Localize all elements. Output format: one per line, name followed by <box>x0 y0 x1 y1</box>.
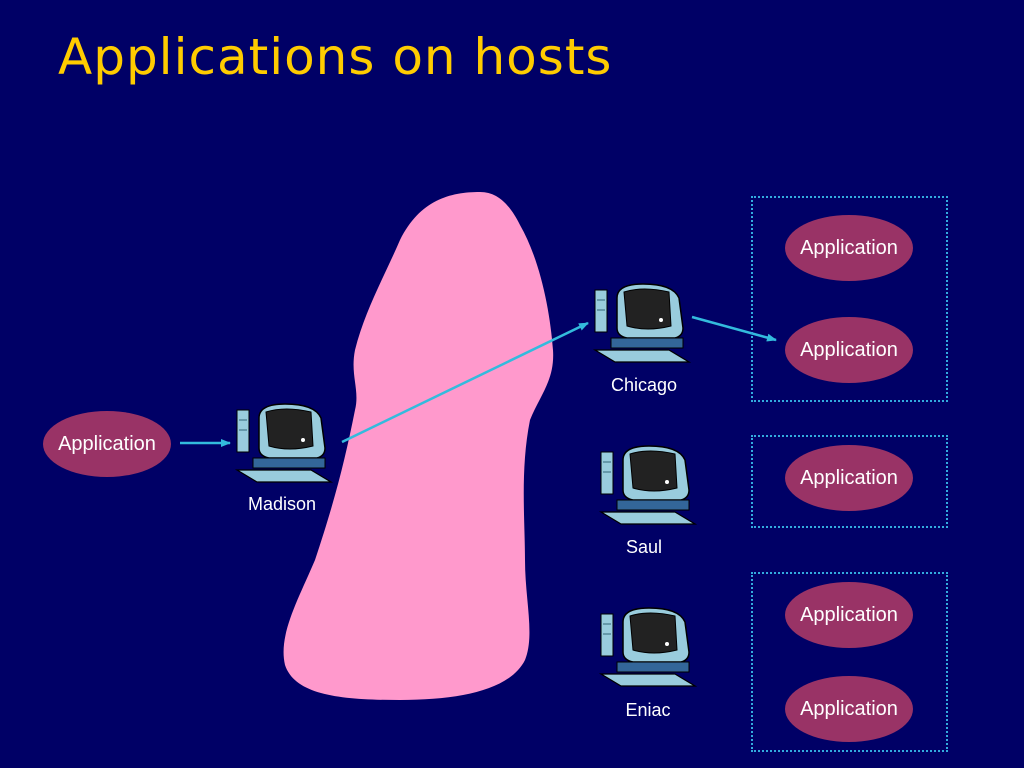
saul-host-label: Saul <box>625 537 663 557</box>
eniac-application-oval-1: Application <box>785 582 913 648</box>
chicago-application-oval-1: Application <box>785 215 913 281</box>
chicago-host-label: Chicago <box>610 375 678 395</box>
saul-computer-icon <box>598 445 697 525</box>
saul-application-oval: Application <box>785 445 913 511</box>
madison-application-oval: Application <box>43 411 171 477</box>
chicago-computer-icon <box>592 283 691 363</box>
eniac-host-label: Eniac <box>625 700 671 720</box>
network-cloud-icon <box>283 192 554 700</box>
chicago-application-oval-2: Application <box>785 317 913 383</box>
eniac-application-oval-2: Application <box>785 676 913 742</box>
slide-title: Applications on hosts <box>58 28 613 86</box>
eniac-app-box <box>751 572 948 752</box>
madison-host-label: Madison <box>247 494 317 514</box>
saul-app-box <box>751 435 948 528</box>
chicago-app-box <box>751 196 948 402</box>
arrow-chicago-to-app <box>691 315 777 342</box>
arrow-madison-to-chicago <box>341 321 589 444</box>
madison-computer-icon <box>234 403 333 483</box>
eniac-computer-icon <box>598 607 697 687</box>
